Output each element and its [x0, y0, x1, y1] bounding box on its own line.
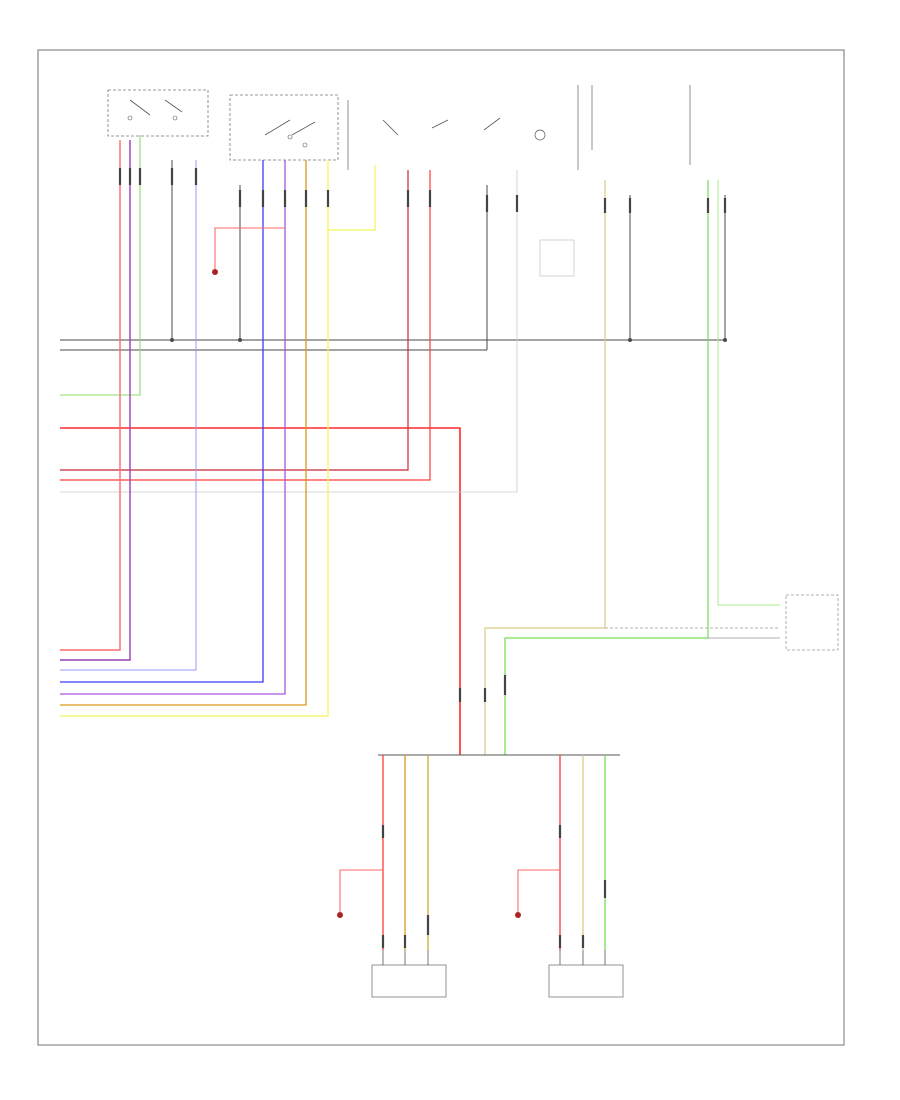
- wire-gray-dashed: [605, 627, 780, 639]
- wire-green-right2: [504, 180, 709, 755]
- connector-ticks: [118, 168, 727, 948]
- switch-group-3: [347, 85, 579, 170]
- bottom-right-wires: [515, 755, 606, 950]
- connector-right: [785, 594, 839, 651]
- wire-red-main: [60, 427, 461, 755]
- wire-pink-splice: [212, 227, 285, 275]
- wire-yellow-switch2: [60, 160, 329, 717]
- module-connector-lower: [539, 239, 575, 277]
- connector-right-box: [785, 594, 839, 651]
- module-bottom-right: [548, 950, 624, 998]
- switch-2: [229, 94, 339, 161]
- wire-red-switch3: [60, 170, 409, 471]
- wire-lightblue: [60, 160, 197, 671]
- wire-violet-switch2: [60, 160, 286, 695]
- switch-1: [107, 89, 209, 137]
- module-bottom-right-box: [548, 964, 624, 998]
- bottom-left-wires: [337, 755, 429, 950]
- wire-blue-switch2: [60, 160, 264, 683]
- module-bottom-left-box: [371, 964, 447, 998]
- wire-gray-switch5: [60, 170, 518, 493]
- switch-1-box: [107, 89, 209, 137]
- wire-yellow-switch3: [328, 165, 376, 231]
- wire-red-switch4: [60, 170, 431, 481]
- wire-orange-switch2: [60, 160, 307, 706]
- wire-lightgreen-right2b: [717, 180, 780, 606]
- connector-lower-box: [539, 239, 575, 277]
- ground-bus: [60, 160, 727, 351]
- module-bottom-left: [371, 950, 447, 998]
- wire-green-switch1: [60, 135, 141, 396]
- wire-tan-right1: [484, 180, 606, 755]
- switch-2-box: [229, 94, 339, 161]
- diagram-frame: [37, 49, 845, 1046]
- wire-violet-switch1: [60, 140, 131, 661]
- wire-pink-switch1: [60, 140, 121, 651]
